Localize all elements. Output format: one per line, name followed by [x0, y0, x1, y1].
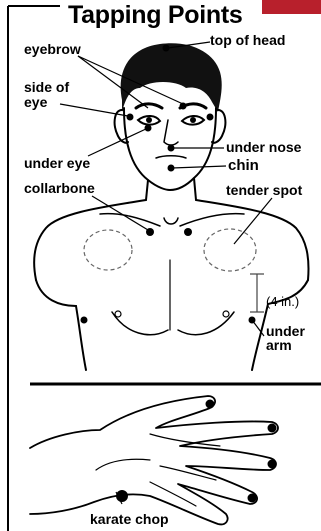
- chin-dot: [168, 165, 175, 172]
- hand-drawing: [30, 396, 278, 524]
- label-collarbone: collarbone: [24, 181, 95, 195]
- left-collarbone: [100, 214, 160, 226]
- label-under-eye: under eye: [24, 156, 90, 170]
- sternum-notch: [164, 218, 178, 224]
- measure-marker: [250, 274, 264, 312]
- collarbone-dot-right: [184, 228, 192, 236]
- nose: [164, 120, 178, 145]
- finger-dot-2: [268, 424, 277, 433]
- label-chin: chin: [228, 158, 259, 173]
- finger-dot-1: [206, 400, 215, 409]
- hand-outline: [30, 396, 278, 524]
- label-eyebrow: eyebrow: [24, 42, 81, 56]
- label-under-arm-line2: arm: [266, 338, 292, 352]
- label-side-of-eye-line1: side of: [24, 80, 69, 94]
- right-tender-spot: [204, 229, 256, 271]
- eyebrow-dot: [180, 103, 187, 110]
- under-eye-leader: [88, 128, 148, 156]
- left-nipple: [115, 311, 121, 317]
- hair: [121, 43, 222, 112]
- left-tender-spot: [84, 230, 132, 270]
- mouth: [156, 156, 186, 158]
- collarbone-dot-left: [146, 228, 154, 236]
- left-arm: [36, 280, 86, 370]
- label-tender-spot: tender spot: [226, 183, 302, 197]
- label-under-arm-line1: under: [266, 324, 305, 338]
- page-title: Tapping Points: [68, 3, 243, 28]
- under-nose-dot: [168, 145, 175, 152]
- label-karate-chop: karate chop: [90, 512, 169, 526]
- side-of-eye-dot-right: [207, 114, 214, 121]
- head-drawing: [115, 43, 226, 200]
- right-pec: [178, 312, 234, 335]
- palm-line: [96, 459, 150, 470]
- right-collarbone: [180, 214, 244, 226]
- label-four-inches: (4 in.): [266, 295, 299, 308]
- tender-spot-leader: [234, 198, 272, 244]
- under-arm-dot-left: [81, 317, 88, 324]
- finger-dot-3: [268, 460, 277, 469]
- top-of-head-dot: [163, 45, 170, 52]
- left-eyebrow: [136, 104, 162, 108]
- under-arm-dot-right: [249, 317, 256, 324]
- right-nipple: [223, 311, 229, 317]
- label-under-nose: under nose: [226, 140, 301, 154]
- label-side-of-eye-line2: eye: [24, 95, 47, 109]
- under-eye-dot: [145, 125, 152, 132]
- chin-leader: [172, 166, 226, 168]
- side-of-eye-leader: [60, 104, 128, 116]
- finger-crease-3: [150, 482, 196, 506]
- finger-dot-4: [248, 494, 257, 503]
- label-top-of-head: top of head: [210, 33, 285, 47]
- leader-lines: [60, 42, 272, 504]
- karate-chop-dot: [116, 490, 128, 502]
- side-of-eye-dot: [127, 114, 134, 121]
